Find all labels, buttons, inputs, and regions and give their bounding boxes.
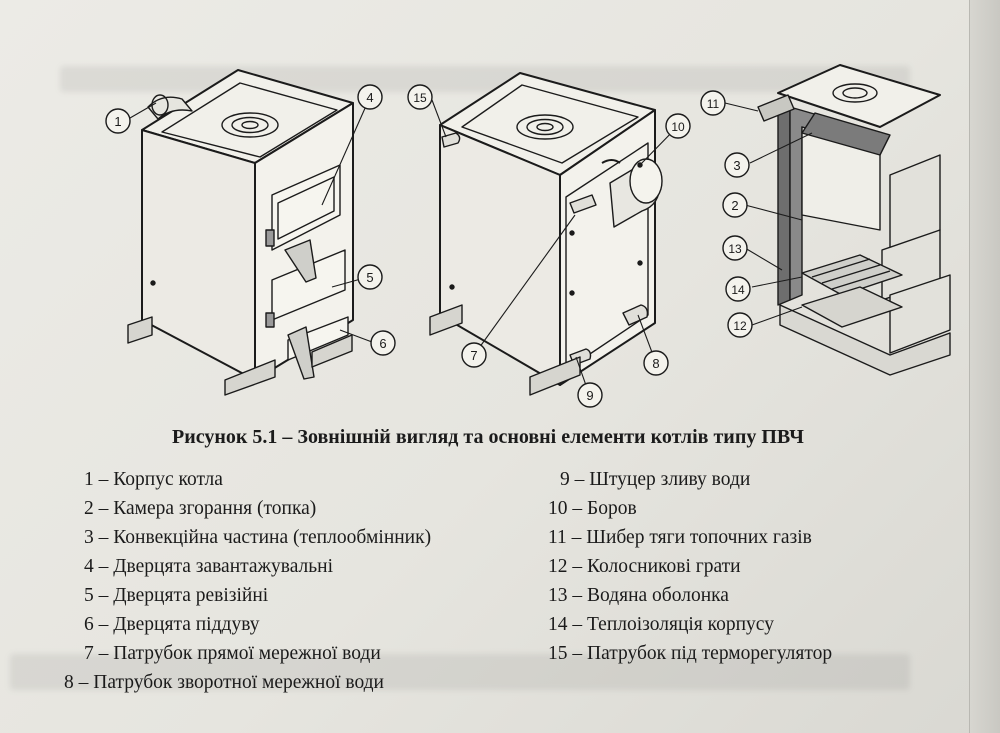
svg-text:6: 6 [379, 336, 386, 351]
legend-item: 9 – Штуцер зливу води [560, 469, 751, 490]
legend-item: 11 – Шибер тяги топочних газів [548, 527, 812, 548]
callout-13: 13 [722, 235, 748, 261]
svg-text:13: 13 [728, 242, 742, 256]
legend-left: 1 – Корпус котла 2 – Камера згорання (то… [64, 465, 432, 697]
svg-text:1: 1 [114, 114, 121, 129]
legend-item: 10 – Боров [548, 498, 637, 519]
legend-item: 8 – Патрубок зворотної мережної води [64, 672, 384, 693]
callout-14: 14 [725, 276, 751, 302]
callout-8: 8 [643, 350, 669, 376]
svg-text:4: 4 [366, 90, 373, 105]
svg-text:15: 15 [413, 91, 427, 105]
boiler-section-view [757, 64, 951, 376]
bleed-through-band [10, 654, 910, 690]
callout-6: 6 [370, 330, 396, 356]
svg-text:3: 3 [733, 158, 740, 173]
callout-10: 10 [665, 113, 691, 139]
legend-item: 13 – Водяна оболонка [548, 585, 729, 606]
legend-item: 14 – Теплоізоляція корпусу [548, 614, 774, 635]
callout-7: 7 [461, 342, 487, 368]
legend-item: 6 – Дверцята піддуву [84, 614, 260, 635]
page-edge [969, 0, 1000, 733]
legend-right: 9 – Штуцер зливу води 10 – Боров 11 – Ши… [548, 465, 832, 668]
legend-item: 4 – Дверцята завантажувальні [84, 556, 334, 577]
callout-15: 15 [407, 84, 433, 110]
callout-3: 3 [724, 152, 750, 178]
svg-text:8: 8 [652, 356, 659, 371]
svg-text:10: 10 [671, 120, 685, 134]
legend-item: 12 – Колосникові грати [548, 556, 741, 577]
boiler-figure: 1 4 5 6 15 10 7 8 9 11 3 2 13 14 12 [90, 55, 970, 430]
svg-text:2: 2 [731, 198, 738, 213]
svg-text:11: 11 [707, 97, 720, 111]
callout-markers: 1 4 5 6 15 10 7 8 9 11 3 2 13 14 12 [105, 84, 753, 408]
callout-5: 5 [357, 264, 383, 290]
svg-text:5: 5 [366, 270, 373, 285]
figure-caption: Рисунок 5.1 – Зовнішній вигляд та основн… [172, 426, 804, 448]
legend-item: 7 – Патрубок прямої мережної води [84, 643, 381, 664]
legend-item: 3 – Конвекційна частина (теплообмінник) [84, 527, 432, 548]
svg-text:12: 12 [733, 319, 747, 333]
legend-item: 5 – Дверцята ревізійні [84, 585, 269, 606]
legend-item: 1 – Корпус котла [84, 469, 223, 490]
boiler-front-view [127, 69, 354, 396]
callout-12: 12 [727, 312, 753, 338]
svg-text:9: 9 [586, 388, 593, 403]
callout-9: 9 [577, 382, 603, 408]
svg-text:14: 14 [731, 283, 745, 297]
callout-2: 2 [722, 192, 748, 218]
callout-4: 4 [357, 84, 383, 110]
callout-1: 1 [105, 108, 131, 134]
legend-item: 15 – Патрубок під терморегулятор [548, 643, 833, 664]
boiler-rear-view [429, 72, 663, 396]
svg-text:7: 7 [470, 348, 477, 363]
callout-11: 11 [700, 90, 726, 116]
legend-item: 2 – Камера згорання (топка) [84, 498, 317, 519]
bleed-through-band [60, 66, 910, 92]
